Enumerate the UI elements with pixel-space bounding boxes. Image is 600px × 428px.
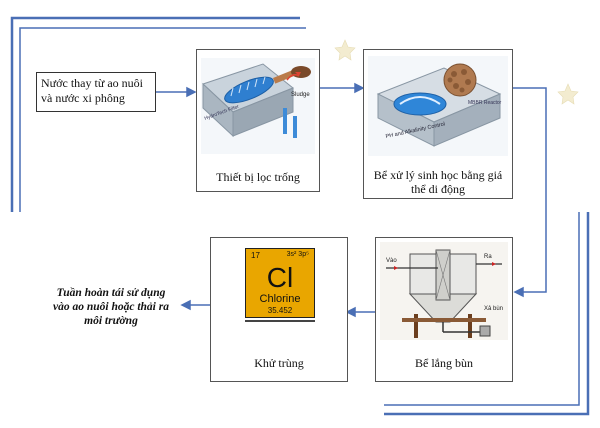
star-decoration xyxy=(334,39,356,61)
mbbr-label-line-2: thể di động xyxy=(411,182,465,196)
electron-config: 3s² 3p⁵ xyxy=(286,251,309,258)
arrow-head xyxy=(354,82,365,94)
drum-filter-illustration: Sludge HydroTech Filter xyxy=(201,58,315,154)
outlet-label: Ra xyxy=(484,254,492,260)
frame-inner-bottomright xyxy=(384,212,580,406)
arrow-mbbr-to-settling xyxy=(512,87,547,293)
inlet-label: Vào xyxy=(386,258,397,264)
disinfection-box: 17 3s² 3p⁵ Cl Chlorine 35.452 Khử trùng xyxy=(210,237,348,382)
output-line-2: vào ao nuôi hoặc thải ra xyxy=(53,301,169,313)
star-decoration xyxy=(557,83,579,105)
output-line-3: môi trường xyxy=(84,315,138,327)
mbbr-illustration: MBBR Reactor PH and Alkalinity Control xyxy=(368,56,508,156)
element-symbol: Cl xyxy=(266,262,294,293)
mbbr-reactor-label: MBBR Reactor xyxy=(468,100,502,106)
settling-tank-box: Vào Ra Xả bùn Bể lắng bùn xyxy=(375,237,513,382)
settling-tank-illustration: Vào Ra Xả bùn xyxy=(380,242,508,340)
atomic-number: 17 xyxy=(251,251,260,260)
frame-outer-topleft xyxy=(10,16,300,212)
frame-outer-bottomright xyxy=(384,212,590,416)
output-text: Tuần hoàn tái sử dụng vào ao nuôi hoặc t… xyxy=(42,286,180,328)
arrow-head xyxy=(186,86,197,98)
mbbr-label-line-1: Bể xử lý sinh học bằng giá xyxy=(373,168,503,182)
mbbr-label: Bể xử lý sinh học bằng giá thể di động xyxy=(364,168,512,196)
drum-filter-label: Thiết bị lọc trống xyxy=(216,170,300,184)
element-name: Chlorine xyxy=(259,293,301,305)
arrow-head xyxy=(513,286,524,298)
output-line-1: Tuần hoàn tái sử dụng xyxy=(56,287,166,299)
sludge-label: Sludge xyxy=(291,92,310,98)
card-underline xyxy=(245,320,315,322)
settling-tank-label: Bể lắng bùn xyxy=(415,356,473,370)
disinfection-label: Khử trùng xyxy=(254,356,304,370)
input-line-2: và nước xi phông xyxy=(41,91,125,105)
drum-filter-box: Sludge HydroTech Filter Thiết bị lọc trố… xyxy=(196,49,320,192)
arrow-head xyxy=(180,299,191,311)
sludge-outlet-label: Xả bùn xyxy=(484,306,503,312)
chlorine-element-card: 17 3s² 3p⁵ Cl Chlorine 35.452 xyxy=(245,248,315,318)
atomic-mass: 35.452 xyxy=(267,306,293,315)
input-source-box: Nước thay từ ao nuôi và nước xi phông xyxy=(36,72,156,112)
frame-inner-topleft xyxy=(19,27,306,212)
arrow-head xyxy=(345,306,356,318)
mbbr-box: MBBR Reactor PH and Alkalinity Control B… xyxy=(363,49,513,199)
input-line-1: Nước thay từ ao nuôi xyxy=(41,76,143,90)
